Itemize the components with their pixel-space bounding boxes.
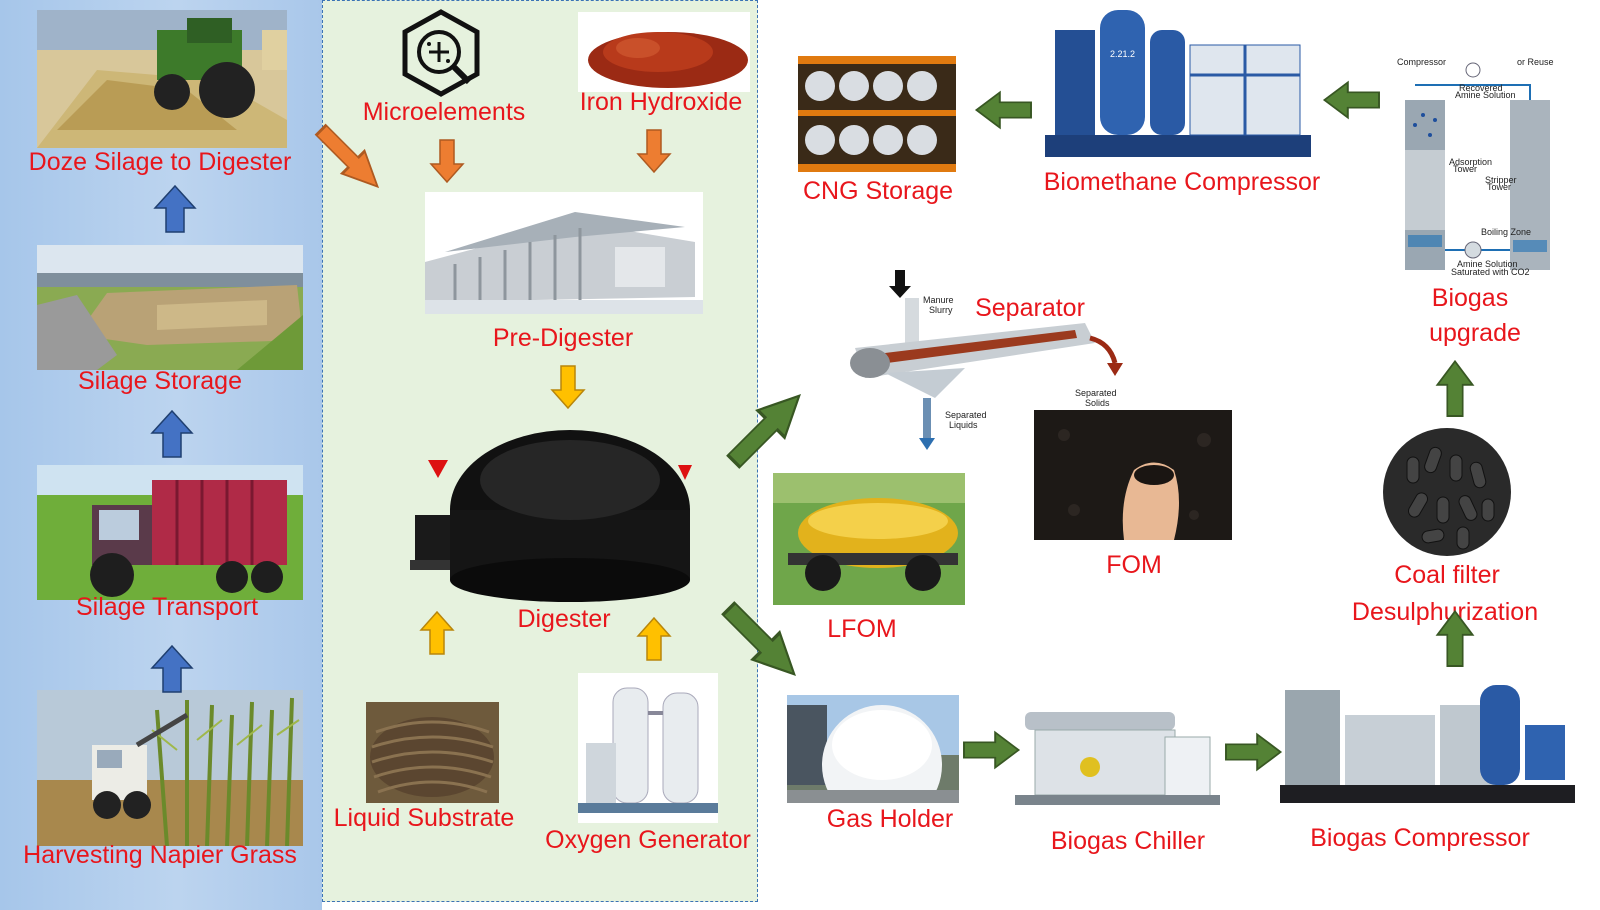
silage-storage-photo (37, 245, 303, 370)
gas-holder-label: Gas Holder (826, 805, 954, 833)
upgrade-adsorption-text: Adsorption (1449, 157, 1492, 167)
arrow-filter-to-upgrade (1436, 360, 1474, 417)
pre-digester-photo (425, 192, 703, 314)
upgrade-stripper-text: Stripper (1485, 175, 1517, 185)
silage-transport-photo (37, 465, 303, 600)
lfom-photo (773, 473, 965, 605)
doze-silage-photo (37, 10, 287, 148)
upgrade-tower-text: Tower (1453, 164, 1477, 174)
biogas-chiller-photo (1015, 692, 1220, 810)
biomethane-compressor-photo: 2.21.2 (1040, 5, 1316, 165)
biogas-upgrade-label-1: Biogas (1431, 284, 1509, 312)
microelements-label: Microelements (362, 98, 526, 126)
oxygen-generator-photo (578, 673, 718, 823)
silage-storage-label: Silage Storage (77, 367, 243, 395)
biomethane-compressor-label: Biomethane Compressor (1043, 168, 1321, 196)
upgrade-amine-sat-text: Amine Solution (1457, 259, 1518, 269)
biogas-compressor-photo (1280, 675, 1575, 820)
manure-text: Manure (923, 295, 954, 305)
biogas-upgrade-figure: Compressor Recovered Amine Solution or R… (1395, 55, 1560, 280)
fom-photo (1034, 410, 1232, 540)
arrow-upgrade-to-biomethane (1323, 81, 1380, 119)
lfom-label: LFOM (827, 615, 897, 643)
separated-solids-text-1: Separated (1075, 388, 1117, 398)
upgrade-boiling-text: Boiling Zone (1481, 227, 1531, 237)
iron-hydroxide-label: Iron Hydroxide (579, 88, 743, 116)
iron-hydroxide-photo (578, 12, 750, 92)
slurry-text: Slurry (929, 305, 953, 315)
separated-liquids-text-2: Liquids (949, 420, 978, 430)
arrow-biomethane-to-cng (975, 91, 1032, 129)
coal-filter-photo (1382, 427, 1512, 557)
biogas-compressor-label: Biogas Compressor (1310, 824, 1530, 852)
upgrade-stripper-tower-text: Tower (1487, 182, 1511, 192)
separated-liquids-text-1: Separated (945, 410, 987, 420)
harvesting-label: Harvesting Napier Grass (23, 841, 297, 869)
gas-holder-photo (787, 695, 959, 803)
coal-filter-label-2: Desulphurization (1351, 598, 1539, 626)
upgrade-saturated-text: Saturated with CO2 (1451, 267, 1530, 277)
arrow-chiller-to-compressor (1225, 733, 1282, 771)
digester-photo (410, 420, 705, 605)
coal-filter-label-1: Coal filter (1394, 561, 1500, 589)
upgrade-amine-text: Amine Solution (1455, 90, 1516, 100)
cng-storage-label: CNG Storage (802, 177, 954, 205)
cng-storage-photo (798, 56, 956, 172)
liquid-substrate-photo (366, 702, 499, 803)
separator-label: Separator (975, 294, 1085, 322)
digester-label: Digester (517, 605, 611, 633)
biogas-upgrade-label-2: upgrade (1429, 319, 1521, 347)
doze-silage-label: Doze Silage to Digester (28, 148, 292, 176)
upgrade-compressor-text: Compressor (1397, 57, 1446, 67)
oxygen-generator-label: Oxygen Generator (545, 826, 751, 854)
arrow-gasholder-to-chiller (963, 731, 1020, 769)
liquid-substrate-label: Liquid Substrate (333, 804, 515, 832)
upgrade-reuse-text: or Reuse (1517, 57, 1554, 67)
pre-digester-label: Pre-Digester (492, 324, 634, 352)
silage-transport-label: Silage Transport (75, 593, 259, 621)
upgrade-recovered-text: Recovered (1459, 83, 1503, 93)
compressor-plate-text: 2.21.2 (1110, 49, 1135, 59)
harvesting-photo (37, 690, 303, 846)
separator-figure: Manure Slurry Separated Solids Separated… (845, 268, 1135, 458)
fom-label: FOM (1106, 551, 1162, 579)
separated-solids-text-2: Solids (1085, 398, 1110, 408)
microelements-icon (395, 8, 487, 100)
biogas-chiller-label: Biogas Chiller (1050, 827, 1206, 855)
